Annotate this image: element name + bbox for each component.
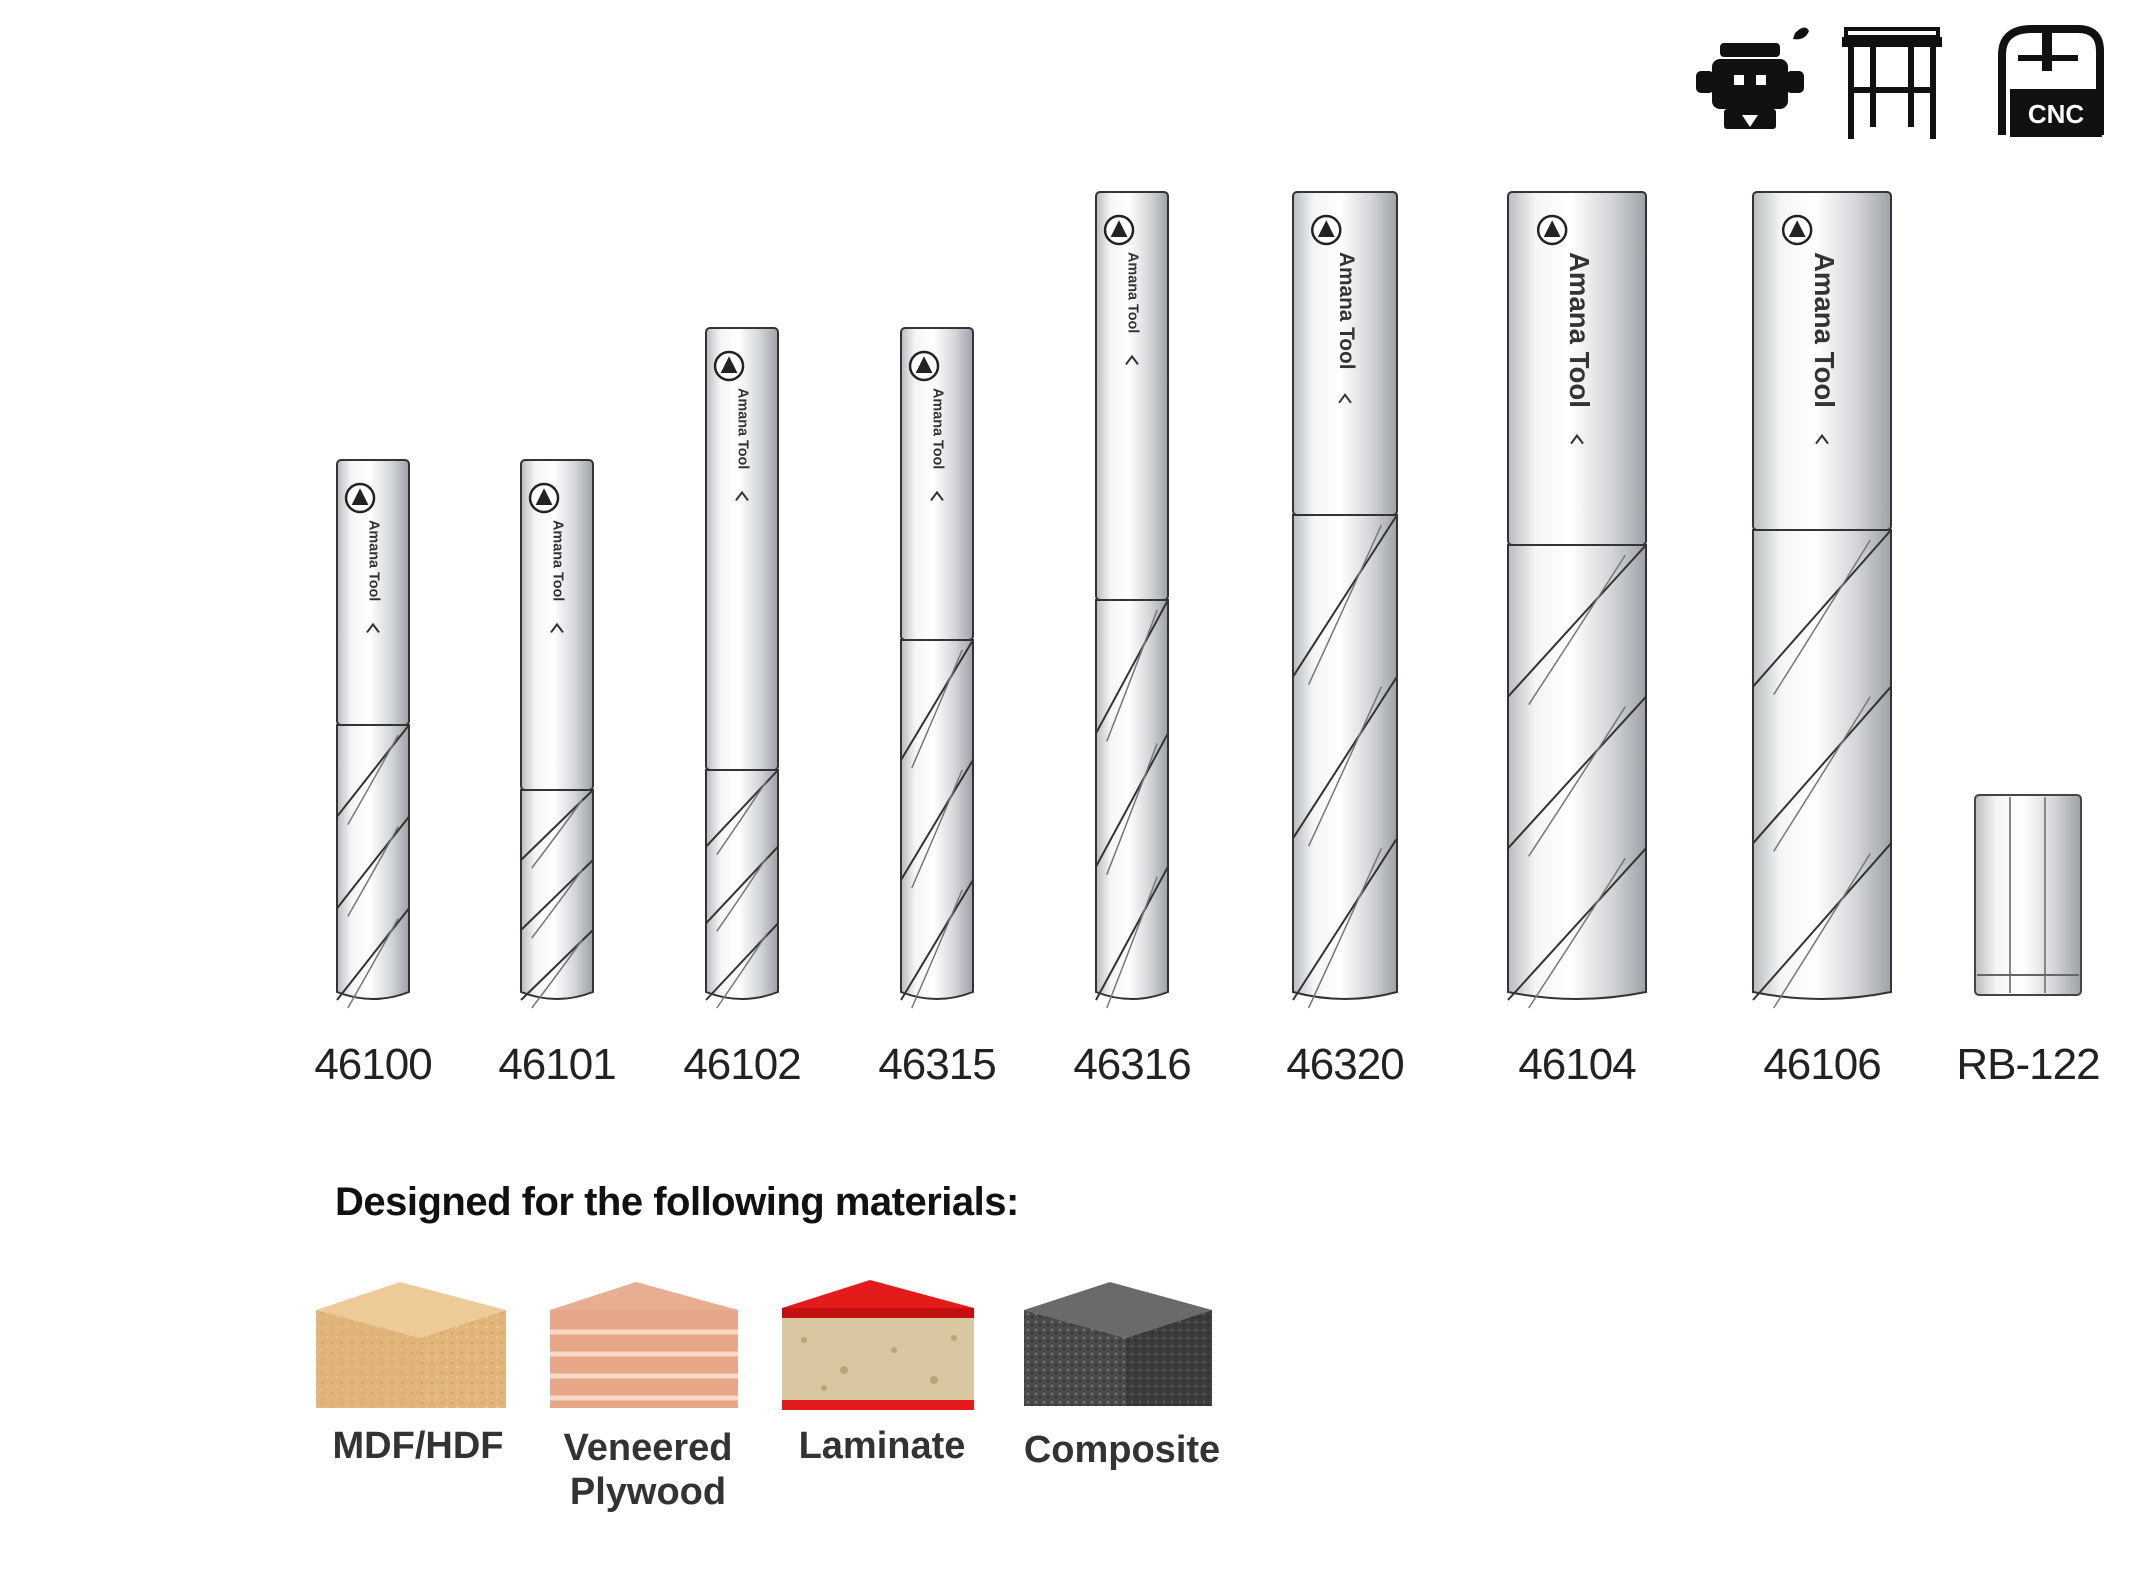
router-bit-46101: Amana Tool (520, 459, 594, 1009)
brand-mark-text: Amana Tool (929, 388, 945, 469)
brand-mark-text: Amana Tool (1809, 252, 1840, 408)
bit-code-46101: 46101 (498, 1040, 616, 1089)
brand-mark-text: Amana Tool (1124, 252, 1140, 333)
router-bit-46316: Amana Tool (1095, 191, 1169, 1009)
material-label-composite: Composite (1024, 1428, 1220, 1472)
material-blocks (316, 1280, 1212, 1410)
router-bit-46106: Amana Tool (1752, 191, 1892, 1009)
machine-icons-svg: CNC (1696, 25, 2104, 139)
material-label-line2: Plywood (569, 1471, 727, 1513)
brand-mark-text: Amana Tool (365, 520, 381, 601)
material-label-line1: Veneered (563, 1427, 733, 1469)
material-label-mdf: MDF/HDF (333, 1424, 504, 1468)
router-bit-46100: Amana Tool (336, 459, 410, 1009)
router-table-icon (1842, 27, 1942, 139)
bit-code-46316: 46316 (1073, 1040, 1191, 1089)
plywood-block-icon (550, 1282, 738, 1408)
material-label-plywood: Veneered Plywood (564, 1426, 733, 1514)
bit-code-46315: 46315 (878, 1040, 996, 1089)
brand-mark-text: Amana Tool (734, 388, 750, 469)
router-bit-46320: Amana Tool (1292, 191, 1398, 1009)
brand-mark-text: Amana Tool (1335, 252, 1358, 369)
brand-mark-text: Amana Tool (549, 520, 565, 601)
cnc-badge-text: CNC (2028, 99, 2085, 129)
material-label-line1: Composite (1023, 1429, 1221, 1471)
bit-code-46320: 46320 (1286, 1040, 1404, 1089)
router-bit-46104: Amana Tool (1507, 191, 1647, 1009)
composite-block-icon (1024, 1282, 1212, 1406)
bit-code-rb-122: RB-122 (1956, 1040, 2100, 1089)
material-label-laminate: Laminate (799, 1424, 966, 1468)
bearing-RB-122 (1974, 794, 2082, 996)
brand-mark-text: Amana Tool (1564, 252, 1595, 408)
materials-heading: Designed for the following materials: (335, 1180, 1019, 1224)
bit-code-46104: 46104 (1518, 1040, 1636, 1089)
bit-code-46102: 46102 (683, 1040, 801, 1089)
mdf-block-icon (316, 1282, 506, 1408)
cnc-machine-icon: CNC (1998, 25, 2104, 137)
material-label-line1: MDF/HDF (332, 1425, 504, 1467)
machine-icons: CNC (1690, 15, 2130, 145)
router-bit-46102: Amana Tool (705, 327, 779, 1009)
laminate-block-icon (782, 1280, 974, 1410)
material-label-line1: Laminate (798, 1425, 966, 1467)
bit-code-46100: 46100 (314, 1040, 432, 1089)
bit-code-46106: 46106 (1763, 1040, 1881, 1089)
router-icon (1696, 27, 1809, 129)
router-bit-46315: Amana Tool (900, 327, 974, 1009)
